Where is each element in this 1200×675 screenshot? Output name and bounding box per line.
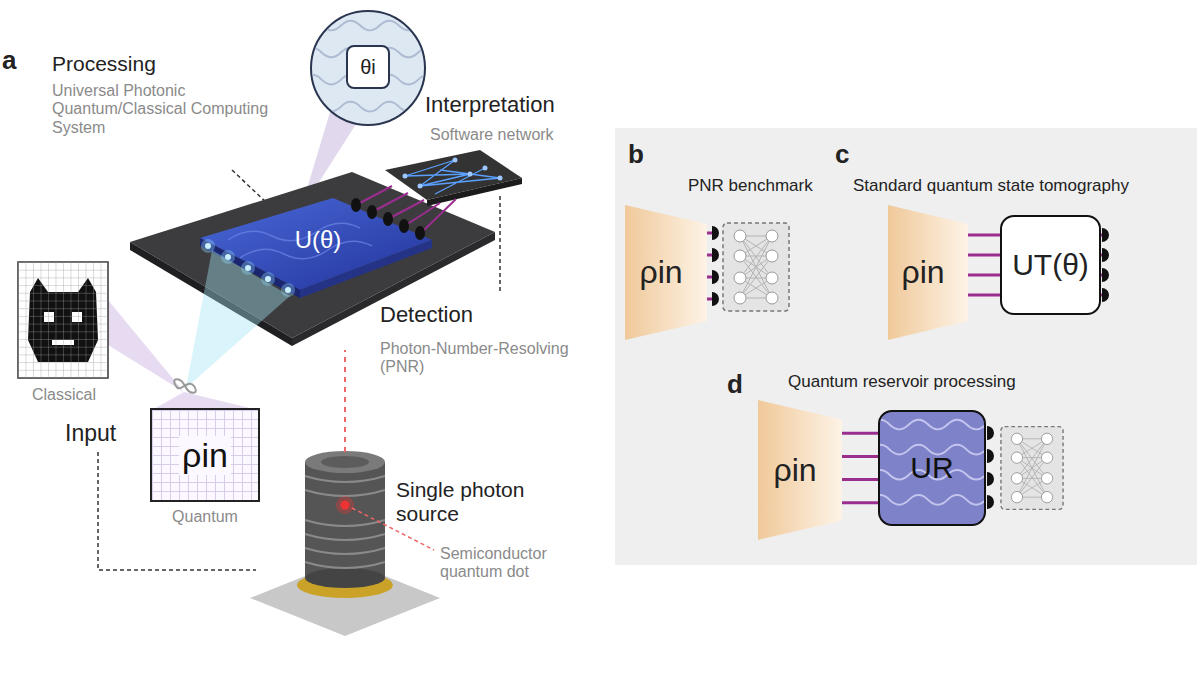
panel-letter: c (835, 140, 849, 170)
waveguide-connector (967, 235, 1001, 295)
wave-line (880, 420, 984, 430)
description-text: Software network (430, 126, 554, 144)
reservoir-unitary: UR (878, 410, 986, 526)
description-text: Semiconductor quantum dot (440, 545, 565, 582)
photonic-chip: U(θ) (263, 222, 373, 258)
section-title: Processing (52, 52, 156, 76)
panel-title: PNR benchmark (688, 176, 813, 196)
waveguide-line (967, 254, 1001, 257)
density-matrix: ρinQuantum (150, 408, 260, 532)
input-cone (108, 300, 184, 392)
unitary-label: U(θ) (295, 226, 342, 254)
waveguide-line (967, 294, 1001, 297)
panel-letter: d (727, 370, 743, 400)
wave-line (312, 102, 424, 112)
image-caption: Quantum (172, 508, 238, 526)
description-text: Photon-Number-Resolving (PNR) (380, 340, 595, 377)
leader-line (499, 196, 501, 292)
panel-title: Quantum reservoir processing (788, 372, 1016, 392)
software-network (1001, 427, 1063, 510)
state-label: ρin (639, 254, 682, 291)
waveguide-line (841, 501, 879, 504)
pnr-detectors (987, 426, 994, 509)
panel-letter: b (628, 140, 644, 170)
wave-line (880, 495, 984, 505)
state-label: ρin (773, 452, 816, 489)
panel-letter: a (2, 46, 16, 76)
software-network (723, 223, 789, 311)
beam-fill (888, 205, 968, 340)
unitary-label: UR (910, 451, 953, 485)
input-beam: ρin (625, 205, 707, 340)
section-title: Input (65, 420, 116, 446)
beam-fill (625, 205, 707, 340)
parameter-box: θi (346, 45, 390, 89)
panel-title: Standard quantum state tomography (853, 176, 1129, 196)
state-label: ρin (179, 436, 231, 475)
zoom-circle: θi (310, 10, 426, 126)
waveguide-line (841, 478, 879, 481)
unitary-label: UT(θ) (1012, 248, 1089, 282)
matrix-box: ρin (150, 408, 260, 502)
tomography-unitary: UT(θ) (1000, 215, 1101, 315)
section-title: Detection (380, 302, 473, 327)
pnr-detectors (351, 186, 456, 240)
waveguide-line (841, 455, 879, 458)
fiber-loop (174, 379, 196, 393)
input-beam: ρin (758, 400, 842, 540)
waveguide-connector (841, 433, 879, 503)
input-beam: ρin (888, 205, 968, 340)
waveguide-line (841, 432, 879, 435)
parameter-label: θi (360, 56, 376, 79)
state-label: ρin (901, 254, 944, 291)
input-beam-light (186, 250, 290, 388)
panel-background (615, 128, 1197, 565)
emission-line (344, 350, 346, 452)
beam-fill (758, 400, 842, 540)
section-title: Interpretation (425, 92, 555, 117)
wave-line (312, 21, 424, 31)
classical-image: Classical (14, 262, 114, 404)
waveguide-line (967, 234, 1001, 237)
pixel-image (18, 262, 108, 378)
image-caption: Classical (32, 386, 96, 404)
description-text: Universal Photonic Quantum/Classical Com… (52, 82, 287, 137)
software-network-plate (385, 150, 522, 206)
waveguide-line (967, 274, 1001, 277)
section-title: Single photon source (396, 478, 546, 526)
